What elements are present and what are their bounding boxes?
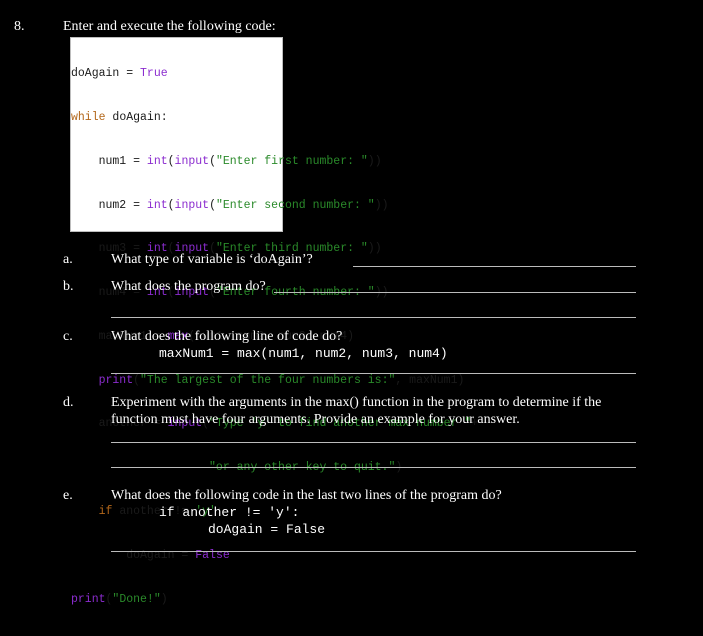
answer-line-b1[interactable]	[274, 292, 636, 293]
code-token: (	[209, 154, 216, 168]
code-token: another =	[71, 417, 168, 431]
code-line: print("The largest of the four numbers i…	[71, 374, 478, 389]
code-token: True	[140, 67, 168, 81]
code-token: ))	[374, 198, 389, 212]
answer-line-c[interactable]	[111, 373, 636, 374]
code-token: num1 =	[71, 154, 147, 168]
answer-line-a[interactable]	[353, 266, 636, 267]
code-token: "Done!"	[112, 592, 161, 606]
code-token: print	[71, 373, 134, 387]
code-line: "or any other key to quit.")	[71, 461, 478, 476]
answer-line-d1[interactable]	[111, 442, 636, 443]
part-e-code-line1: if another != 'y':	[159, 505, 300, 520]
code-token: doAgain:	[105, 110, 168, 124]
part-c-code: maxNum1 = max(num1, num2, num3, num4)	[159, 346, 448, 361]
code-token: num2 =	[71, 198, 147, 212]
code-line: doAgain = True	[71, 67, 478, 82]
part-e-code-line2: doAgain = False	[208, 522, 326, 537]
code-token: maxNum1 =	[71, 329, 168, 343]
code-token: (	[133, 373, 141, 387]
code-token: "Type 'y' to find another max number "	[209, 417, 472, 431]
code-token: +	[471, 417, 479, 431]
question-number: 8.	[14, 19, 25, 34]
code-token: (	[202, 417, 210, 431]
part-d-prompt-line1: Experiment with the arguments in the max…	[111, 395, 602, 410]
code-token: (	[167, 154, 175, 168]
part-c-letter: c.	[63, 329, 73, 344]
code-token: (	[209, 286, 216, 300]
code-listing: doAgain = True while doAgain: num1 = int…	[70, 37, 478, 606]
part-e-prompt: What does the following code in the last…	[111, 488, 502, 503]
code-token: another !=	[112, 505, 196, 518]
code-token: input	[167, 417, 203, 431]
code-token: num3 =	[71, 242, 147, 256]
question-instruction: Enter and execute the following code:	[63, 19, 276, 34]
code-token: ))	[367, 242, 382, 256]
code-token: int	[146, 242, 168, 256]
answer-line-e[interactable]	[111, 551, 636, 552]
code-token: )	[160, 592, 168, 606]
part-a-letter: a.	[63, 252, 73, 267]
code-token: if	[71, 505, 113, 518]
part-d-letter: d.	[63, 395, 74, 410]
code-token: doAgain =	[71, 67, 141, 81]
code-line: another = input("Type 'y' to find anothe…	[71, 417, 479, 432]
code-token: print	[71, 592, 106, 606]
code-token: ))	[367, 154, 382, 168]
code-line: doAgain = False	[71, 549, 478, 564]
code-token: input	[174, 154, 210, 168]
code-token: max	[167, 329, 189, 343]
code-token: False	[195, 548, 230, 562]
code-token: int	[146, 154, 168, 168]
code-token: "Enter second number: "	[215, 198, 375, 212]
code-token: , maxNum1)	[395, 373, 465, 387]
code-token: input	[174, 198, 210, 212]
code-line: if another != 'y':	[71, 505, 478, 520]
part-b-prompt: What does the program do?	[111, 279, 266, 294]
answer-line-b2[interactable]	[111, 317, 636, 318]
code-token: input	[174, 286, 210, 300]
code-token: "Enter first number: "	[215, 154, 368, 168]
code-token: (	[105, 592, 113, 606]
part-d-prompt-line2: function must have four arguments. Provi…	[111, 412, 520, 427]
code-token: :	[215, 505, 223, 518]
code-token: (num1, num2, num3, num4)	[188, 329, 354, 343]
code-token: num4 =	[71, 286, 147, 300]
code-token: (	[167, 242, 175, 256]
code-token: "The largest of the four numbers is:"	[140, 373, 396, 387]
code-line: maxNum1 = max(num1, num2, num3, num4)	[71, 330, 478, 345]
code-token: (	[167, 198, 175, 212]
code-token: (	[167, 286, 175, 300]
part-e-letter: e.	[63, 488, 73, 503]
code-line: while doAgain:	[71, 111, 478, 126]
part-c-prompt: What does the following line of code do?	[111, 329, 343, 344]
code-line: num2 = int(input("Enter second number: "…	[71, 199, 478, 214]
code-line: num1 = int(input("Enter first number: ")…	[71, 155, 478, 170]
code-token: input	[174, 242, 210, 256]
part-a-prompt: What type of variable is ‘doAgain’?	[111, 252, 313, 267]
code-token: int	[146, 286, 168, 300]
part-b-letter: b.	[63, 279, 74, 294]
code-token: (	[209, 198, 216, 212]
code-line: num3 = int(input("Enter third number: ")…	[71, 242, 478, 257]
code-token: doAgain =	[71, 548, 196, 562]
code-token: while	[71, 110, 106, 124]
code-token: "Enter third number: "	[215, 242, 368, 256]
code-line: print("Done!")	[71, 593, 478, 608]
answer-line-d2[interactable]	[111, 467, 636, 468]
code-token: (	[209, 242, 216, 256]
code-token: 'y'	[195, 505, 216, 518]
code-token: int	[146, 198, 168, 212]
